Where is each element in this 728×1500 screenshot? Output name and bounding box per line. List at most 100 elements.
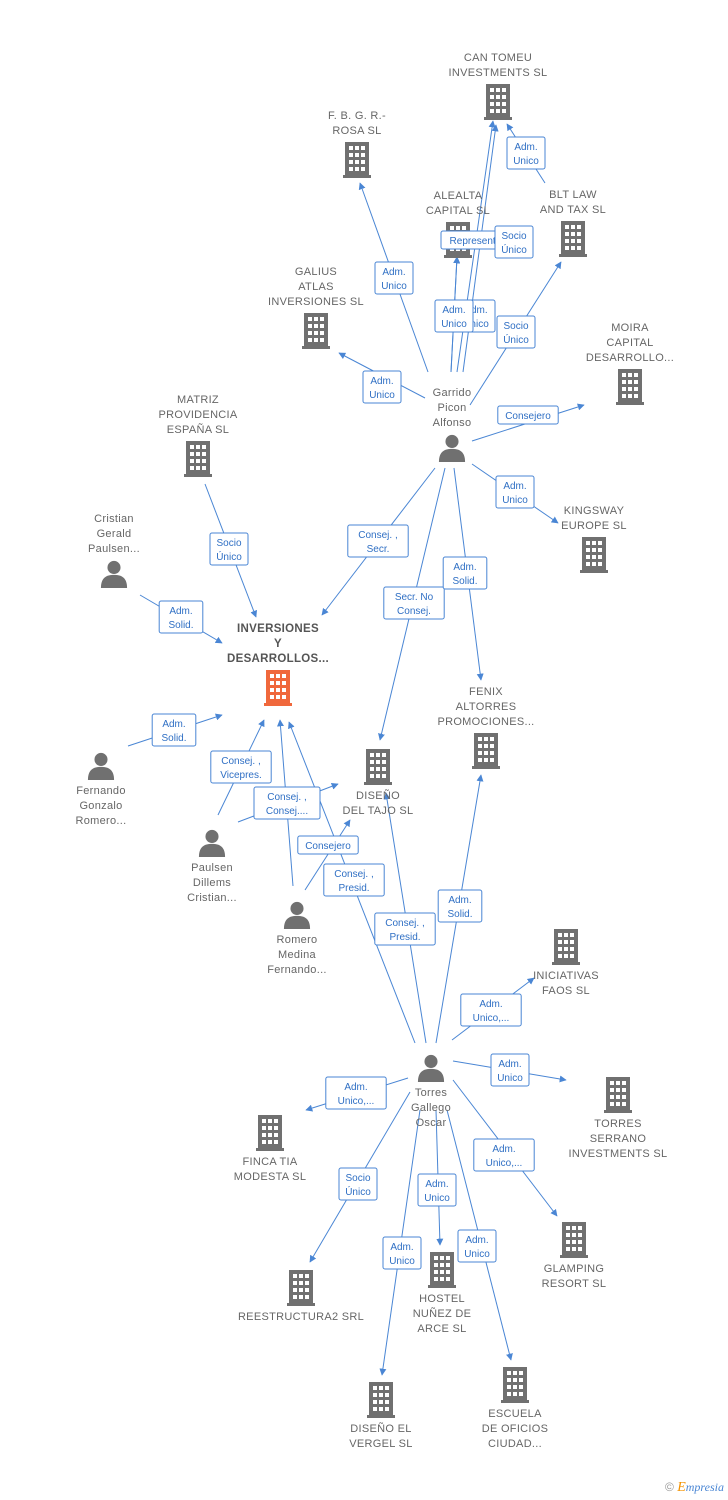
edge-label-garrido-galius[interactable]: Adm.Unico	[362, 370, 402, 404]
node-romero[interactable]: RomeroMedinaFernando...	[267, 901, 327, 976]
footer-brand[interactable]: © Empresia	[665, 1480, 724, 1496]
node-inversiones[interactable]: INVERSIONESYDESARROLLOS...	[227, 623, 329, 706]
node-label: FINCA TIA	[242, 1156, 297, 1168]
edge-label-romero-diseno_tajo[interactable]: Consej. ,Presid.	[323, 863, 385, 897]
building-icon	[184, 441, 212, 477]
edge-label-torres-torres_serrano[interactable]: Adm.Unico	[490, 1053, 530, 1087]
node-label: DISEÑO EL	[350, 1422, 411, 1435]
node-fernando[interactable]: FernandoGonzaloRomero...	[76, 752, 127, 827]
node-fbgr[interactable]: F. B. G. R.-ROSA SL	[328, 110, 386, 178]
building-icon	[501, 1367, 529, 1403]
edge-label-text: Adm.	[498, 1059, 521, 1070]
edge-label-cristian-inversiones[interactable]: Adm.Solid.	[158, 600, 204, 634]
edge-label-text: Unico	[502, 495, 528, 506]
edge-label-garrido-moira[interactable]: Consejero	[497, 405, 559, 425]
node-label: DESARROLLO...	[586, 352, 674, 364]
edge-label-torres-fenix[interactable]: Adm.Solid.	[437, 889, 483, 923]
edge-label-paulsen-inversiones[interactable]: Consej. ,Vicepres.	[210, 750, 272, 784]
building-icon	[256, 1115, 284, 1151]
edge-label-text: Unico	[369, 390, 395, 401]
node-label: Romero	[277, 934, 318, 946]
node-label: Picon	[437, 402, 466, 414]
edge-label-text: Adm.	[464, 305, 487, 316]
node-label: MATRIZ	[177, 394, 219, 406]
edge-label-text: Unico,...	[338, 1096, 375, 1107]
person-icon	[87, 752, 115, 780]
building-icon	[428, 1252, 456, 1288]
brand-logo: Empresia	[677, 1480, 724, 1495]
edge-label-text: Socio	[345, 1173, 370, 1184]
node-fenix[interactable]: FENIXALTORRESPROMOCIONES...	[437, 686, 534, 769]
edge-label-text: Consejero	[505, 411, 551, 422]
edge-label-text: Unico	[513, 156, 539, 167]
node-label: INVERSIONES	[237, 623, 319, 635]
node-label: ARCE SL	[417, 1323, 466, 1335]
edge-label-paulsen-diseno_tajo[interactable]: Consej. ,Consej....	[253, 786, 321, 820]
edge-label-garrido-alealta[interactable]: Represent.	[440, 230, 508, 250]
building-icon	[364, 749, 392, 785]
person-icon	[100, 560, 128, 588]
node-label: GLAMPING	[544, 1263, 604, 1275]
node-reestructura[interactable]: REESTRUCTURA2 SRL	[238, 1270, 364, 1323]
edge-label-text: Unico	[463, 319, 489, 330]
edge-label-blt-can_tomeu[interactable]: Adm.Unico	[506, 136, 546, 170]
node-label: Paulsen...	[88, 543, 140, 555]
edge-label-garrido-fenix[interactable]: Adm.Solid.	[442, 556, 488, 590]
edge-label-torres-escuela[interactable]: Adm.Unico	[457, 1229, 497, 1263]
node-moira[interactable]: MOIRACAPITALDESARROLLO...	[586, 322, 674, 405]
node-label: ROSA SL	[332, 125, 381, 137]
edge-label-garrido-alealta[interactable]: Adm.Unico	[434, 299, 474, 333]
building-icon	[367, 1382, 395, 1418]
edge-label-garrido-fbgr[interactable]: Adm.Unico	[374, 261, 414, 295]
node-label: DEL TAJO SL	[343, 805, 414, 817]
edge-label-romero-inversiones[interactable]: Consejero	[297, 835, 359, 855]
node-label: REESTRUCTURA2 SRL	[238, 1311, 364, 1323]
edge-label-text: Represent.	[450, 236, 499, 247]
edge-label-fernando-inversiones[interactable]: Adm.Solid.	[151, 713, 197, 747]
node-cristian[interactable]: CristianGeraldPaulsen...	[88, 513, 140, 588]
edge-label-garrido-inversiones[interactable]: Consej. ,Secr.	[347, 524, 409, 558]
person-icon	[283, 901, 311, 929]
node-label: Dillems	[193, 877, 231, 889]
node-label: Gerald	[97, 528, 132, 540]
edge-label-text: Socio	[503, 321, 528, 332]
node-label: PROMOCIONES...	[437, 716, 534, 728]
edge-label-torres-inversiones[interactable]: Consej. ,Presid.	[374, 912, 436, 946]
edge-label-garrido-kingsway[interactable]: Adm.Unico	[495, 475, 535, 509]
edge-label-torres-finca[interactable]: Adm.Unico,...	[325, 1076, 387, 1110]
node-label: Garrido	[433, 387, 472, 399]
node-paulsen[interactable]: PaulsenDillemsCristian...	[187, 829, 237, 904]
edge-label-torres-iniciativas[interactable]: Adm.Unico,...	[460, 993, 522, 1027]
node-label: FAOS SL	[542, 985, 590, 997]
edge-label-text: Consej.	[397, 606, 431, 617]
edge-label-text: Adm.	[425, 1179, 448, 1190]
building-icon	[616, 369, 644, 405]
edge-label-torres-diseno_vergel[interactable]: Adm.Unico	[382, 1236, 422, 1270]
node-label: MOIRA	[611, 322, 649, 334]
edge-label-torres-hostel[interactable]: Adm.Unico	[417, 1173, 457, 1207]
edge-label-text: Consejero	[305, 841, 351, 852]
edge-label-torres-glamping[interactable]: Adm.Unico,...	[473, 1138, 535, 1172]
